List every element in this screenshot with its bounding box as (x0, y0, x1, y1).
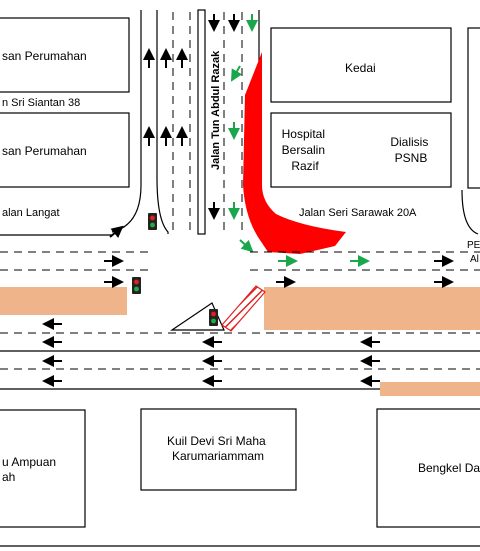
building-bengkel (376, 408, 480, 528)
road-label-langat: alan Langat (2, 207, 60, 219)
building-perumahan-mid (0, 112, 130, 188)
building-kuil-label: Kuil Devi Sri Maha Karumariammam (167, 434, 269, 463)
road-label-edge-2: Al (470, 254, 479, 265)
building-kedai-label: Kedai (345, 61, 376, 75)
dialisis-line-1: Dialisis (390, 135, 428, 149)
building-perumahan-top-label: san Perumahan (2, 49, 87, 63)
building-kedai (270, 27, 452, 103)
building-perumahan-mid-label: san Perumahan (2, 144, 87, 158)
building-edge-right (467, 27, 480, 189)
curb-left-inner (156, 177, 169, 234)
building-dialisis-label: Dialisis PSNB (390, 135, 431, 165)
building-surau (0, 409, 86, 528)
traffic-light-icon (209, 309, 218, 326)
building-kuil (140, 408, 297, 491)
building-hospital-label: Hospital Bersalin Razif (282, 127, 329, 173)
median-right (264, 287, 480, 330)
curb-right (461, 189, 479, 235)
median-bottom-right (380, 382, 480, 396)
dialisis-line-2: PSNB (395, 151, 428, 165)
black-arrow-icon (208, 14, 240, 220)
hospital-line-1: Hospital (282, 127, 325, 141)
traffic-light-icon (148, 213, 157, 230)
building-perumahan-top (0, 17, 130, 93)
traffic-light-icon (132, 277, 141, 294)
surau-line-1: u Ampuan (2, 455, 56, 469)
black-arrow-icon (42, 225, 454, 387)
hospital-line-2: Bersalin (282, 143, 325, 157)
road-label-tun-abdul-razak: Jalan Tun Abdul Razak (210, 50, 222, 170)
road-label-seri-sarawak: Jalan Seri Sarawak 20A (299, 207, 417, 219)
black-arrow-icon (143, 48, 188, 146)
road-label-edge-1: PE (467, 240, 480, 251)
kuil-line-1: Kuil Devi Sri Maha (167, 434, 266, 448)
building-hospital-dialisis (270, 112, 452, 188)
road-label-siantan: n Sri Siantan 38 (2, 97, 80, 109)
road-median-vertical (197, 9, 206, 235)
red-affected-zone (243, 52, 346, 254)
building-bengkel-label: Bengkel Da (418, 461, 480, 475)
hospital-line-3: Razif (291, 159, 319, 173)
kuil-line-2: Karumariammam (172, 449, 264, 463)
building-surau-label: u Ampuan ah (2, 455, 59, 484)
surau-line-2: ah (2, 470, 15, 484)
hatched-area (221, 285, 266, 332)
median-left (0, 287, 127, 315)
green-arrow-icon (228, 14, 258, 253)
